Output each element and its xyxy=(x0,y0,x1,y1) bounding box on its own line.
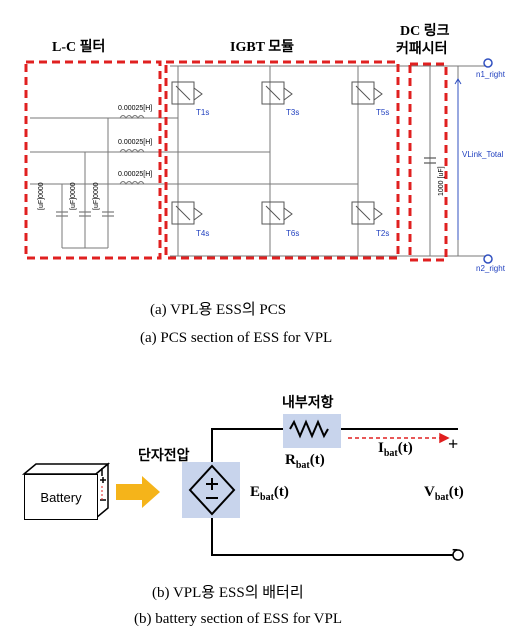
switch-label-t6s: T6s xyxy=(286,229,300,238)
terminal-voltage-label: 단자전압 xyxy=(138,448,190,464)
lc-filter-box xyxy=(24,60,162,260)
lc-filter-label: L-C 필터 xyxy=(52,40,106,55)
dclink-cap-label: 1000 [uF] xyxy=(438,166,445,196)
section-boxes xyxy=(24,60,448,262)
dependent-source xyxy=(188,464,236,516)
dclink-capacitor xyxy=(424,157,436,164)
resistor-highlight xyxy=(283,414,341,448)
igbt-module-label: IGBT 모듈 xyxy=(230,40,295,55)
node-n1 xyxy=(483,58,493,68)
filter-cap-label-b: [uF]0000 xyxy=(70,182,77,210)
battery-icon xyxy=(21,462,111,520)
current-arrow xyxy=(348,432,450,444)
caption-pcs-english: (a) PCS section of ESS for VPL xyxy=(140,330,333,346)
resistor-symbol xyxy=(289,419,329,439)
inductor-label-c: 0.00025[H] xyxy=(118,171,153,178)
inductors xyxy=(119,115,145,185)
igbt-t4s xyxy=(171,201,203,225)
dclink-box xyxy=(408,62,448,262)
switch-label-t4s: T4s xyxy=(196,229,210,238)
orange-arrow-icon xyxy=(116,476,160,508)
node-n2-label: n2_right xyxy=(476,264,505,273)
i-bat-label: Ibat(t) xyxy=(378,440,413,459)
switch-label-t2s: T2s xyxy=(376,229,390,238)
node-n1-label: n1_right xyxy=(476,70,505,79)
filter-capacitors xyxy=(56,211,114,217)
r-bat-label: Rbat(t) xyxy=(285,452,325,471)
vlink-label: VLink_Total xyxy=(462,150,504,159)
switch-label-t1s: T1s xyxy=(196,108,210,117)
caption-battery-korean: (b) VPL용 ESS의 배터리 xyxy=(152,585,304,601)
caption-pcs-korean: (a) VPL용 ESS의 PCS xyxy=(150,302,287,318)
filter-cap-label-c: [uF]0000 xyxy=(93,182,100,210)
battery-wiring xyxy=(211,428,458,556)
igbt-t2s xyxy=(351,201,383,225)
igbt-t1s xyxy=(171,81,203,105)
caption-battery-english: (b) battery section of ESS for VPL xyxy=(134,611,343,627)
e-bat-label: Ebat(t) xyxy=(250,484,289,503)
dclink-label-line2: 커패시터 xyxy=(396,42,448,57)
terminal-minus xyxy=(452,549,464,561)
plus-terminal-label: + xyxy=(448,434,459,454)
igbt-t3s xyxy=(261,81,293,105)
filter-cap-label-a: [uF]0000 xyxy=(38,182,45,210)
switch-label-t5s: T5s xyxy=(376,108,390,117)
pcs-wiring xyxy=(30,65,485,257)
v-bat-label: Vbat(t) xyxy=(424,484,464,503)
node-n2 xyxy=(483,254,493,264)
internal-resistance-label: 내부저항 xyxy=(282,395,334,411)
igbt-t5s xyxy=(351,81,383,105)
battery-label: Battery xyxy=(40,489,82,505)
switch-label-t3s: T3s xyxy=(286,108,300,117)
dclink-label-line1: DC 링크 xyxy=(400,24,450,39)
inductor-label-b: 0.00025[H] xyxy=(118,139,153,146)
inductor-label-a: 0.00025[H] xyxy=(118,105,153,112)
igbt-switches xyxy=(171,81,383,225)
minus-terminal-label: - xyxy=(452,538,458,558)
igbt-module-box xyxy=(164,60,400,260)
nodes xyxy=(483,58,493,264)
battery-label-box: Battery xyxy=(24,474,98,520)
igbt-t6s xyxy=(261,201,293,225)
